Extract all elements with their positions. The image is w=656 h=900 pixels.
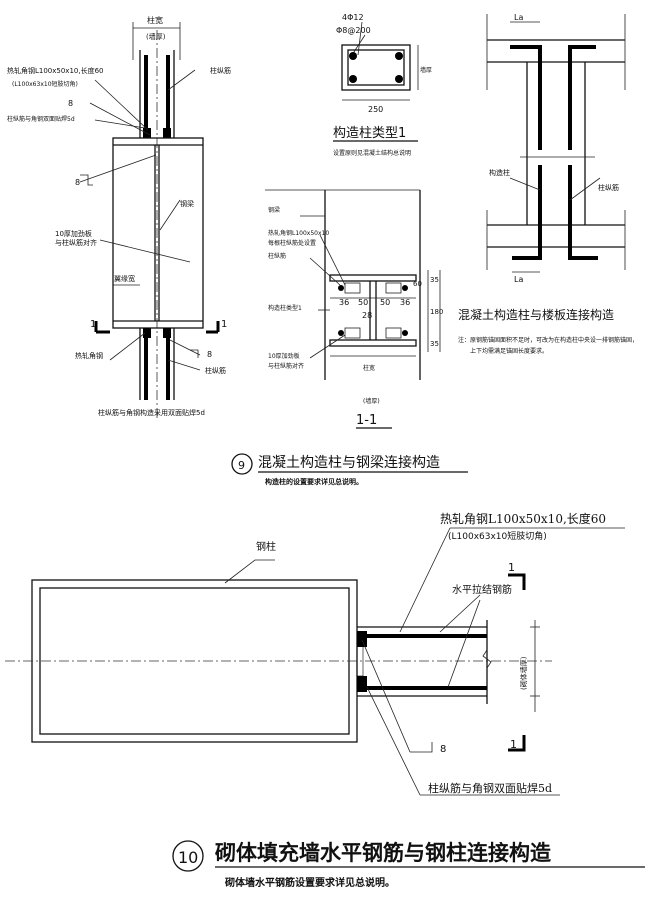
sec-col-bar: 柱纵筋 xyxy=(268,252,286,260)
angle-alt-label: (L100x63x10短肢切角) xyxy=(12,80,78,88)
bottom-note: 柱纵筋与角钢构造采用双面贴焊5d xyxy=(98,408,205,417)
detail10-subtitle: 砌体墙水平钢筋设置要求详见总说明。 xyxy=(224,876,395,889)
hot-angle-label: 热轧角钢 xyxy=(75,351,103,360)
type1-width: 250 xyxy=(368,105,383,114)
d10-sec-top: 1 xyxy=(508,561,515,574)
type1-stirrup: Φ8@200 xyxy=(336,26,371,35)
wall-thk-label: (墙厚) xyxy=(146,32,166,41)
sec-mark-right: 1 xyxy=(221,319,227,330)
sec-d35b: 35 xyxy=(430,340,439,348)
steel-beam-box xyxy=(112,137,204,329)
slab-title: 混凝土构造柱与楼板连接构造 xyxy=(458,307,614,322)
lower-angle-right xyxy=(163,328,171,338)
d10-wall-thk: (砌体墙厚) xyxy=(519,656,528,690)
sec-d36a: 36 xyxy=(339,298,349,307)
lower-angle-left xyxy=(143,328,151,338)
sec-col-type: 构造柱类型1 xyxy=(268,304,302,312)
flange-width-label: 翼缘宽 xyxy=(114,274,135,283)
col-bar-label-b: 柱纵筋 xyxy=(205,366,226,375)
type1-note: 设置原则见混凝土结构总说明 xyxy=(333,149,411,157)
angle-label: 热轧角钢L100x50x10,长度60 xyxy=(7,66,104,75)
sec-label: 1-1 xyxy=(356,413,377,428)
detail9-section11: 36 50 50 36 28 60 35 180 35 钢梁 热轧角钢L100x… xyxy=(265,189,443,429)
sec-angle: 热轧角钢L100x50x10 xyxy=(268,229,329,237)
sec-d36b: 36 xyxy=(400,298,410,307)
detail9-type1: 4Φ12 Φ8@200 250 墙厚 构造柱类型1 设置原则见混凝土结构总说明 xyxy=(333,13,432,157)
plate-note1: 10厚加劲板 xyxy=(55,229,92,238)
col-width-label: 柱宽 xyxy=(147,15,163,25)
sec-steel-beam: 钢梁 xyxy=(268,206,280,214)
slab-col-bar: 柱纵筋 xyxy=(598,183,619,192)
type1-side: 墙厚 xyxy=(420,66,432,74)
detail9-elevation: 柱宽 (墙厚) 翼缘宽 1 1 xyxy=(7,15,231,420)
sec-angle2: 每根柱纵筋处设置 xyxy=(268,239,316,247)
slab-col: 构造柱 xyxy=(489,168,510,177)
d10-angle-alt: (L100x63x10短肢切角) xyxy=(448,530,547,542)
slab-la-top: La xyxy=(514,13,523,22)
d10-weld-note: 柱纵筋与角钢双面贴焊5d xyxy=(428,781,552,795)
weld8-mark: 8 xyxy=(68,99,73,108)
detail9-title: 混凝土构造柱与钢梁连接构造 xyxy=(258,454,440,471)
detail10-drawing: (砌体墙厚) 1 1 8 钢柱 热轧角钢L100x50x10,长度60 (L10… xyxy=(5,511,625,796)
d10-angle: 热轧角钢L100x50x10,长度60 xyxy=(440,511,606,526)
d10-tie-bar: 水平拉结钢筋 xyxy=(452,583,512,596)
steel-beam-label: 钢梁 xyxy=(180,199,194,208)
sec-d180: 180 xyxy=(430,308,443,316)
detail9-number: 9 xyxy=(238,459,245,472)
detail10-title-block: 10 砌体填充墙水平钢筋与钢柱连接构造 砌体墙水平钢筋设置要求详见总说明。 xyxy=(172,840,645,889)
sec-d50a: 50 xyxy=(358,298,368,307)
sec-d60: 60 xyxy=(413,280,422,288)
sec-mark-left: 1 xyxy=(90,319,96,330)
detail9-title-block: 9 混凝土构造柱与钢梁连接构造 构造柱的设置要求详见总说明。 xyxy=(231,453,468,486)
sec-plate2: 与柱纵筋对齐 xyxy=(268,362,304,370)
detail10-number: 10 xyxy=(178,848,198,867)
sec-plate1: 10厚加劲板 xyxy=(268,352,300,360)
sec-col-width: 柱宽 xyxy=(363,364,375,372)
slab-note1: 注：原钢筋锚固面积不足时，可改为在构造柱中央设一排钢筋锚固， xyxy=(458,336,638,344)
sec-wall-thk: (墙厚) xyxy=(363,397,380,405)
sec-d28: 28 xyxy=(362,311,372,320)
slab-la-bot: La xyxy=(514,275,523,284)
col-bar-label: 柱纵筋 xyxy=(210,66,231,75)
type1-rebar: 4Φ12 xyxy=(342,13,364,22)
weld-note-top: 柱纵筋与角钢双面贴焊5d xyxy=(7,115,75,123)
detail9-slab: La La 构造柱 柱纵筋 混凝土构造柱与楼板连接构造 注：原钢筋锚固面积不足时… xyxy=(458,13,638,355)
weld8-mark-c: 8 xyxy=(207,350,212,359)
detail10-title: 砌体填充墙水平钢筋与钢柱连接构造 xyxy=(215,841,552,865)
sec-d50b: 50 xyxy=(380,298,390,307)
type1-title: 构造柱类型1 xyxy=(333,126,406,141)
plate-note2: 与柱纵筋对齐 xyxy=(55,238,97,247)
type1-section xyxy=(341,44,411,91)
d10-steel-col: 钢柱 xyxy=(256,540,276,553)
upper-angle-right xyxy=(163,128,171,138)
d10-weld8: 8 xyxy=(440,744,446,755)
weld8-mark-b: 8 xyxy=(75,178,80,187)
detail9-subtitle: 构造柱的设置要求详见总说明。 xyxy=(265,477,363,486)
d10-sec-bot: 1 xyxy=(510,738,517,751)
sec-d35a: 35 xyxy=(430,276,439,284)
slab-note2: 上下均需满足锚固长度要求。 xyxy=(470,347,548,355)
